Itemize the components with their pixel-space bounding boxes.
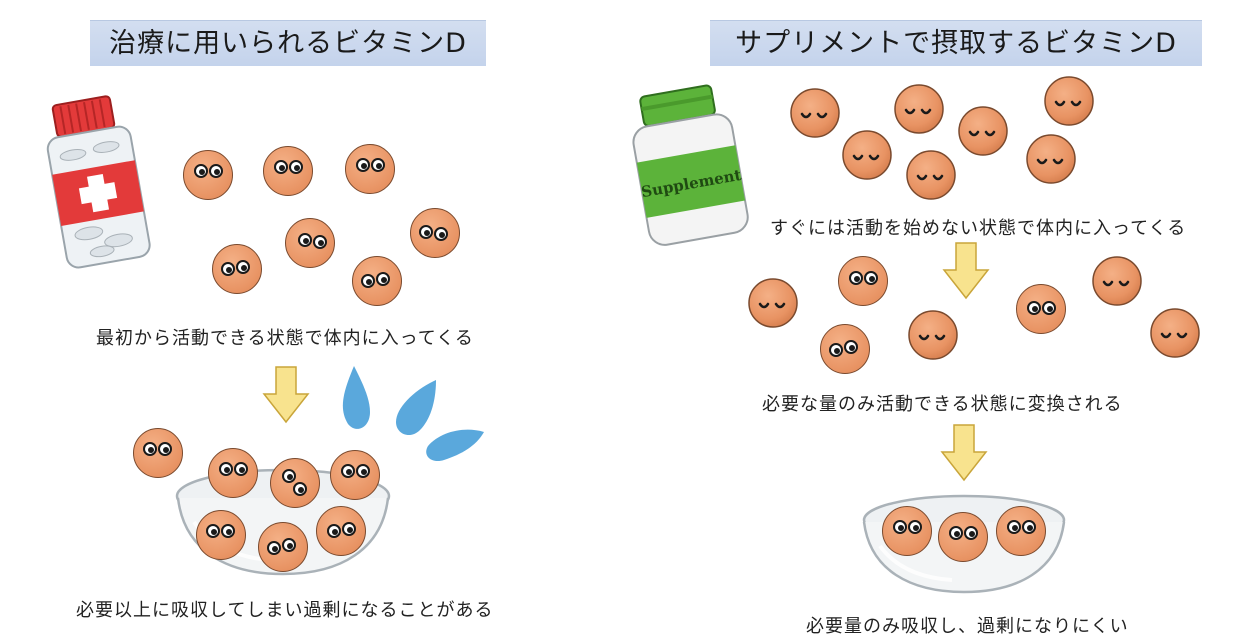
vitamin-ball-active xyxy=(345,144,395,194)
down-arrow-icon xyxy=(940,424,988,482)
vitamin-ball-active xyxy=(838,256,888,306)
vitamin-ball-active xyxy=(938,512,988,562)
vitamin-ball-active xyxy=(263,146,313,196)
vitamin-ball-active xyxy=(882,506,932,556)
vitamin-ball-active xyxy=(196,510,246,560)
left-title: 治療に用いられるビタミンD xyxy=(90,20,486,66)
water-drop-icon xyxy=(342,366,484,462)
sleeping-vitamin-balls-middle xyxy=(747,255,1201,361)
vitamin-ball-active xyxy=(330,450,380,500)
vitamin-ball-active xyxy=(316,506,366,556)
vitamin-ball-active xyxy=(410,208,460,258)
vitamin-ball-active xyxy=(270,458,320,508)
medicine-bottle-icon xyxy=(46,95,151,269)
right-caption-2: 必要な量のみ活動できる状態に変換される xyxy=(762,394,1123,415)
supplement-bottle-icon: Supplement xyxy=(632,84,749,246)
sleeping-vitamin-balls-top xyxy=(789,75,1095,201)
vitamin-ball-active xyxy=(133,428,183,478)
vitamin-ball-active xyxy=(1016,284,1066,334)
vitamin-ball-active xyxy=(285,218,335,268)
vitamin-ball-active xyxy=(212,244,262,294)
vitamin-ball-active xyxy=(208,448,258,498)
vitamin-ball-active xyxy=(352,256,402,306)
right-caption-1: すぐには活動を始めない状態で体内に入ってくる xyxy=(770,218,1187,239)
right-title: サプリメントで摂取するビタミンD xyxy=(710,20,1202,66)
vitamin-ball-active xyxy=(996,506,1046,556)
left-caption-top: 最初から活動できる状態で体内に入ってくる xyxy=(96,328,474,349)
vitamin-ball-active xyxy=(183,150,233,200)
left-caption-bottom: 必要以上に吸収してしまい過剰になることがある xyxy=(76,600,494,621)
vitamin-ball-active xyxy=(820,324,870,374)
down-arrow-icon xyxy=(942,242,990,300)
down-arrow-icon xyxy=(262,366,310,424)
vitamin-ball-active xyxy=(258,522,308,572)
right-caption-3: 必要量のみ吸収し、過剰になりにくい xyxy=(806,616,1129,637)
